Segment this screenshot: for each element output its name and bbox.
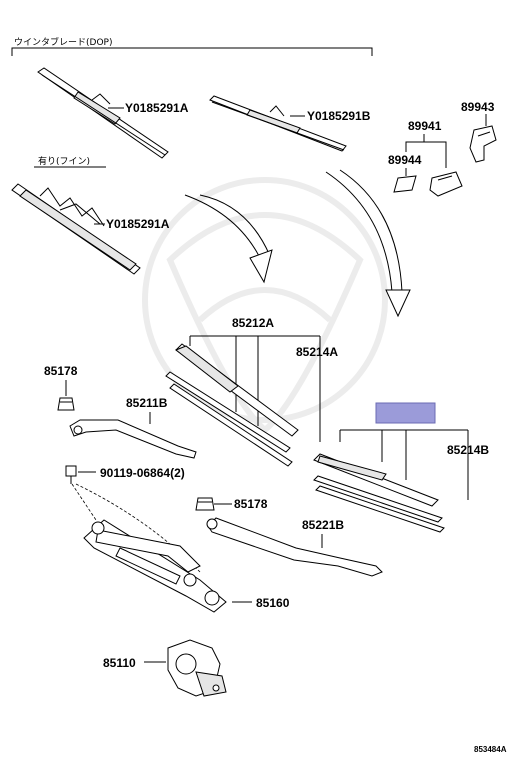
label-85178-left[interactable]: 85178 [44, 364, 78, 378]
label-85221B[interactable]: 85221B [302, 518, 344, 532]
group-title: ウインタブレード(DOP) [14, 36, 112, 48]
wiper-blade-dop-right[interactable] [209, 95, 347, 152]
clip-89943[interactable] [469, 125, 497, 163]
label-85211B[interactable]: 85211B [126, 396, 168, 410]
label-85110[interactable]: 85110 [103, 656, 136, 670]
label-85214B[interactable]: 85214B [447, 443, 489, 457]
wiper-motor-85110[interactable] [167, 639, 227, 697]
leader-89941 [405, 134, 447, 168]
wiper-arm-85221B[interactable] [206, 517, 383, 577]
cap-85178-left[interactable] [57, 397, 75, 411]
wiper-blade-dop-left[interactable] [37, 67, 169, 159]
cap-89941[interactable] [429, 171, 463, 197]
label-85212A[interactable]: 85212A [232, 316, 274, 330]
label-85178-center[interactable]: 85178 [234, 497, 268, 511]
label-89943[interactable]: 89943 [461, 100, 495, 114]
label-89941[interactable]: 89941 [408, 119, 442, 133]
arrow-left-flow [184, 194, 273, 284]
label-85160[interactable]: 85160 [256, 596, 290, 610]
wiper-linkage[interactable] [71, 483, 227, 613]
cap-85178-center[interactable] [195, 497, 215, 511]
leader-85212A [189, 335, 321, 442]
subgroup-title: 有り(フイン) [38, 155, 90, 167]
highlight-rect [375, 402, 436, 424]
leader-85214B [339, 429, 469, 500]
group-bracket-dop [11, 47, 373, 56]
highlight-box [375, 402, 436, 424]
label-blade-fin[interactable]: Y0185291A [106, 217, 170, 231]
blade-rubber-85214B[interactable] [313, 453, 439, 507]
label-blade-dop-right[interactable]: Y0185291B [307, 109, 371, 123]
blade-insert-85214B[interactable] [313, 475, 445, 533]
bolt-90119[interactable] [65, 465, 77, 484]
label-85214A[interactable]: 85214A [296, 345, 338, 359]
label-blade-dop-left[interactable]: Y0185291A [125, 101, 189, 115]
diagram-code: 853484A [474, 745, 507, 754]
label-90119[interactable]: 90119-06864(2) [100, 466, 185, 480]
arrow-right-flow [325, 169, 411, 318]
wiper-arm-85211B[interactable] [69, 419, 197, 459]
wiper-blade-fin[interactable] [11, 183, 141, 275]
blade-rubber-85214A[interactable] [175, 343, 299, 437]
watermark [142, 177, 388, 434]
pad-89944[interactable] [393, 175, 417, 193]
blade-insert-85212A[interactable] [165, 371, 293, 467]
label-89944[interactable]: 89944 [388, 153, 422, 167]
